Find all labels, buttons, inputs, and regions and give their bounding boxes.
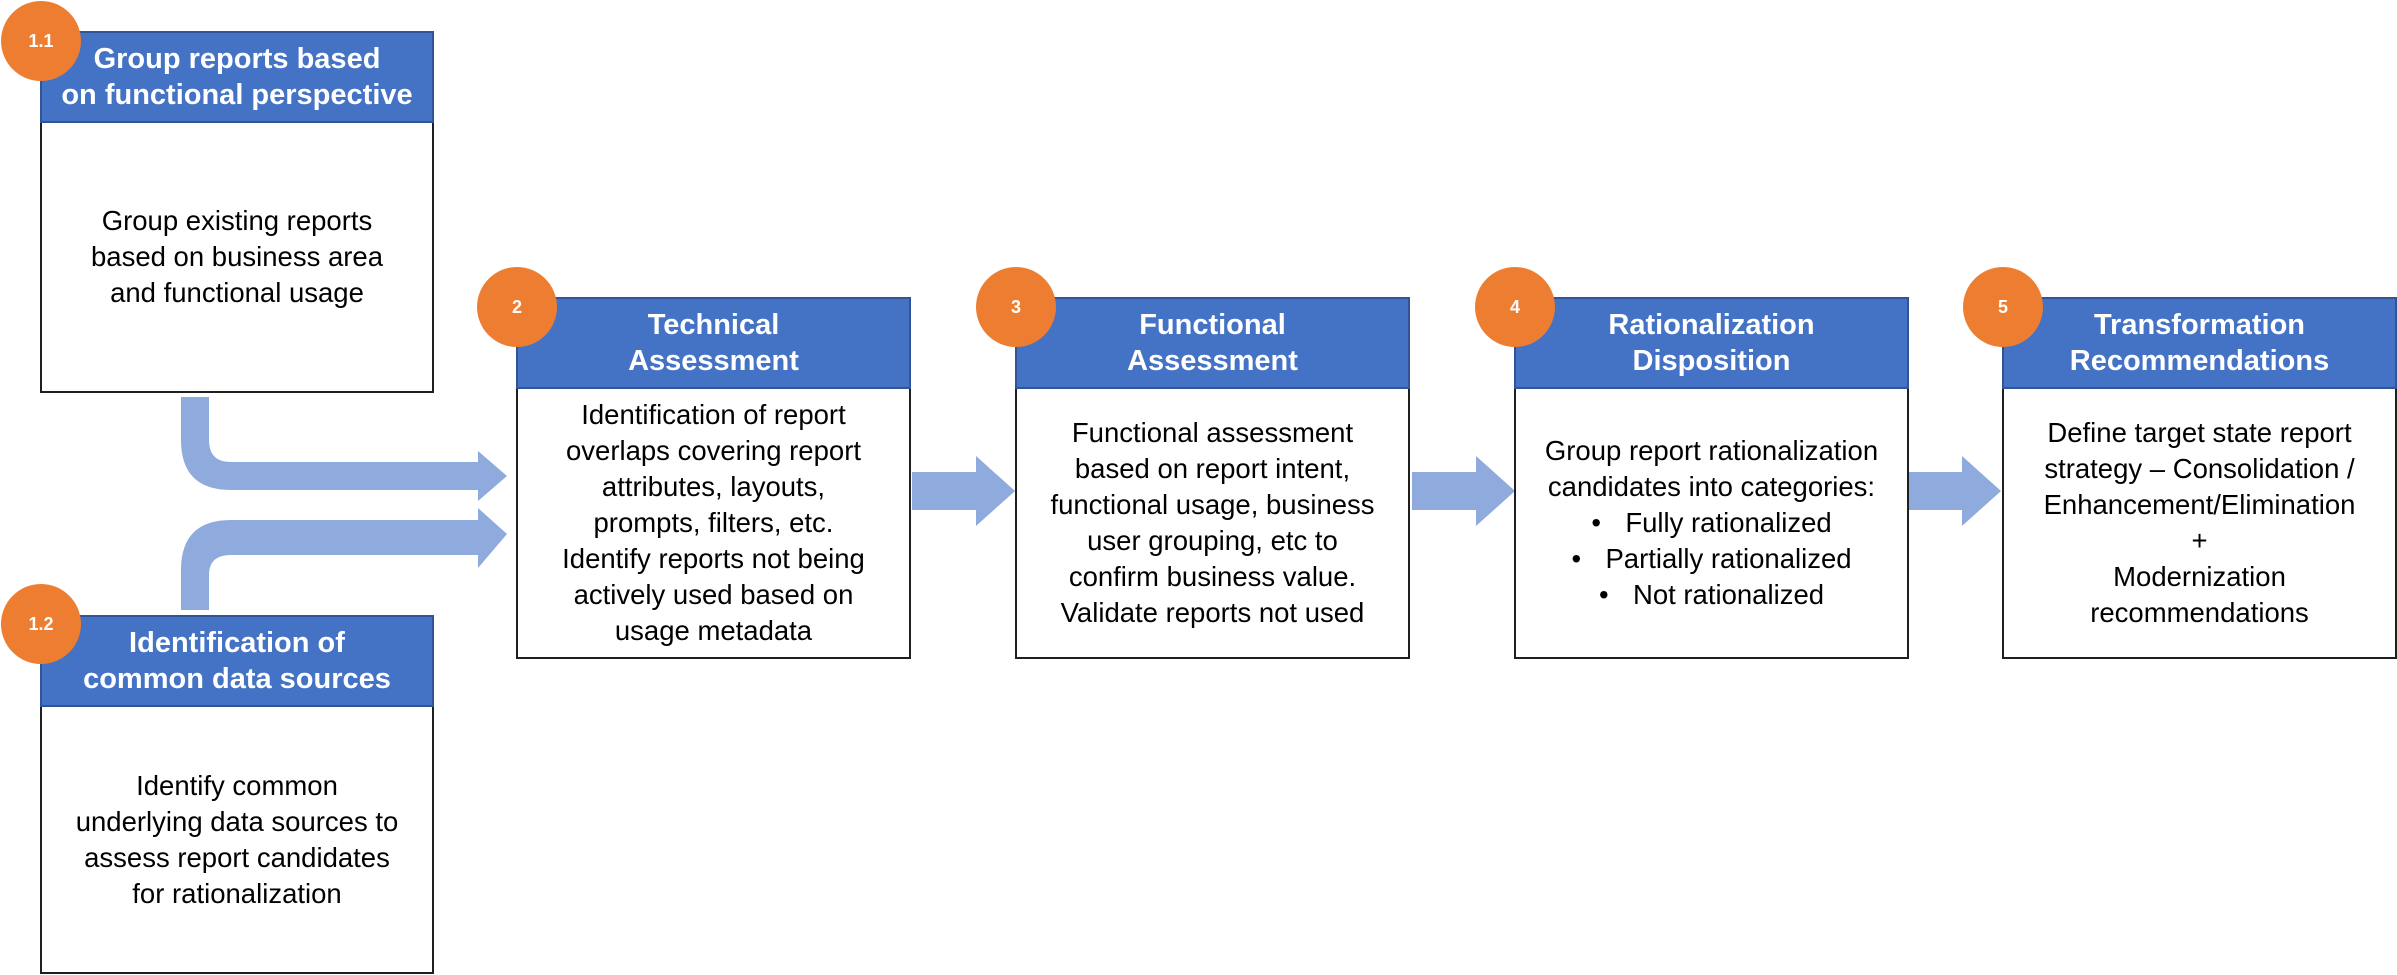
step-3-title: Functional Assessment <box>1127 309 1298 377</box>
step-1-1-header: Group reports based on functional perspe… <box>40 31 434 123</box>
step-1-1-text: Group existing reports based on business… <box>90 205 383 308</box>
step-5-header: Transformation Recommendations <box>2002 297 2397 389</box>
arrow-1-2-to-2-shape <box>181 508 507 610</box>
step-3-text: Functional assessment based on report in… <box>1050 417 1375 628</box>
step-4-category-item: • Fully rationalized <box>1571 505 1851 541</box>
step-3-badge: 3 <box>976 267 1056 347</box>
step-2-number: 2 <box>511 296 522 317</box>
category-label: Not rationalized <box>1632 579 1825 610</box>
step-5-box: Transformation Recommendations Define ta… <box>2002 297 2397 659</box>
step-4-intro: Group report rationalization candidates … <box>1544 435 1879 502</box>
step-4-number: 4 <box>1509 296 1520 317</box>
step-2-title: Technical Assessment <box>628 309 799 377</box>
category-label: Fully rationalized <box>1625 507 1832 538</box>
arrow-2-to-3 <box>912 456 1015 526</box>
arrow-4-to-5 <box>1897 456 2001 526</box>
step-1-2-text: Identify common underlying data sources … <box>75 769 399 909</box>
step-4-category-list: •Fully rationalized •Partially rationali… <box>1571 505 1851 613</box>
step-1-1-number: 1.1 <box>28 30 54 51</box>
step-3-header: Functional Assessment <box>1015 297 1410 389</box>
step-2-box: Technical Assessment Identification of r… <box>516 297 911 659</box>
step-1-1-badge: 1.1 <box>1 1 81 81</box>
step-1-2-title: Identification of common data sources <box>83 627 391 695</box>
step-5-number: 5 <box>1997 296 2008 317</box>
step-1-1-body: Group existing reports based on business… <box>42 123 432 391</box>
step-4-box: Rationalization Disposition Group report… <box>1514 297 1909 659</box>
step-1-2-body: Identify common underlying data sources … <box>42 707 432 972</box>
step-5-badge: 5 <box>1963 267 2043 347</box>
step-3-box: Functional Assessment Functional assessm… <box>1015 297 1410 659</box>
step-2-header: Technical Assessment <box>516 297 911 389</box>
step-1-2-number: 1.2 <box>28 613 54 634</box>
step-1-1-title: Group reports based on functional perspe… <box>61 43 413 111</box>
step-1-2-badge: 1.2 <box>1 584 81 664</box>
step-1-2-header: Identification of common data sources <box>40 615 434 707</box>
step-3-body: Functional assessment based on report in… <box>1017 389 1408 657</box>
step-1-1-box: Group reports based on functional perspe… <box>40 31 434 393</box>
step-1-2-box: Identification of common data sources Id… <box>40 615 434 974</box>
bullet: • <box>1591 507 1601 538</box>
step-4-header: Rationalization Disposition <box>1514 297 1909 389</box>
arrow-1-1-to-2 <box>181 397 507 501</box>
bullet: • <box>1571 543 1582 574</box>
step-2-body: Identification of report overlaps coveri… <box>518 389 909 657</box>
step-5-body: Define target state report strategy – Co… <box>2004 389 2395 657</box>
step-4-category-item: • Partially rationalized <box>1571 541 1851 577</box>
category-label: Partially rationalized <box>1605 543 1852 574</box>
step-5-text: Define target state report strategy – Co… <box>2043 417 2356 628</box>
step-4-category-item: • Not rationalized <box>1571 577 1851 613</box>
bullet: • <box>1598 579 1609 610</box>
step-4-body: Group report rationalization candidates … <box>1516 389 1907 657</box>
step-5-title: Transformation Recommendations <box>2069 309 2330 377</box>
step-4-badge: 4 <box>1475 267 1555 347</box>
step-2-text: Identification of report overlaps coveri… <box>562 399 865 646</box>
step-4-title: Rationalization Disposition <box>1608 309 1815 377</box>
step-2-badge: 2 <box>477 267 557 347</box>
arrow-3-to-4 <box>1412 456 1515 526</box>
step-3-number: 3 <box>1010 296 1021 317</box>
